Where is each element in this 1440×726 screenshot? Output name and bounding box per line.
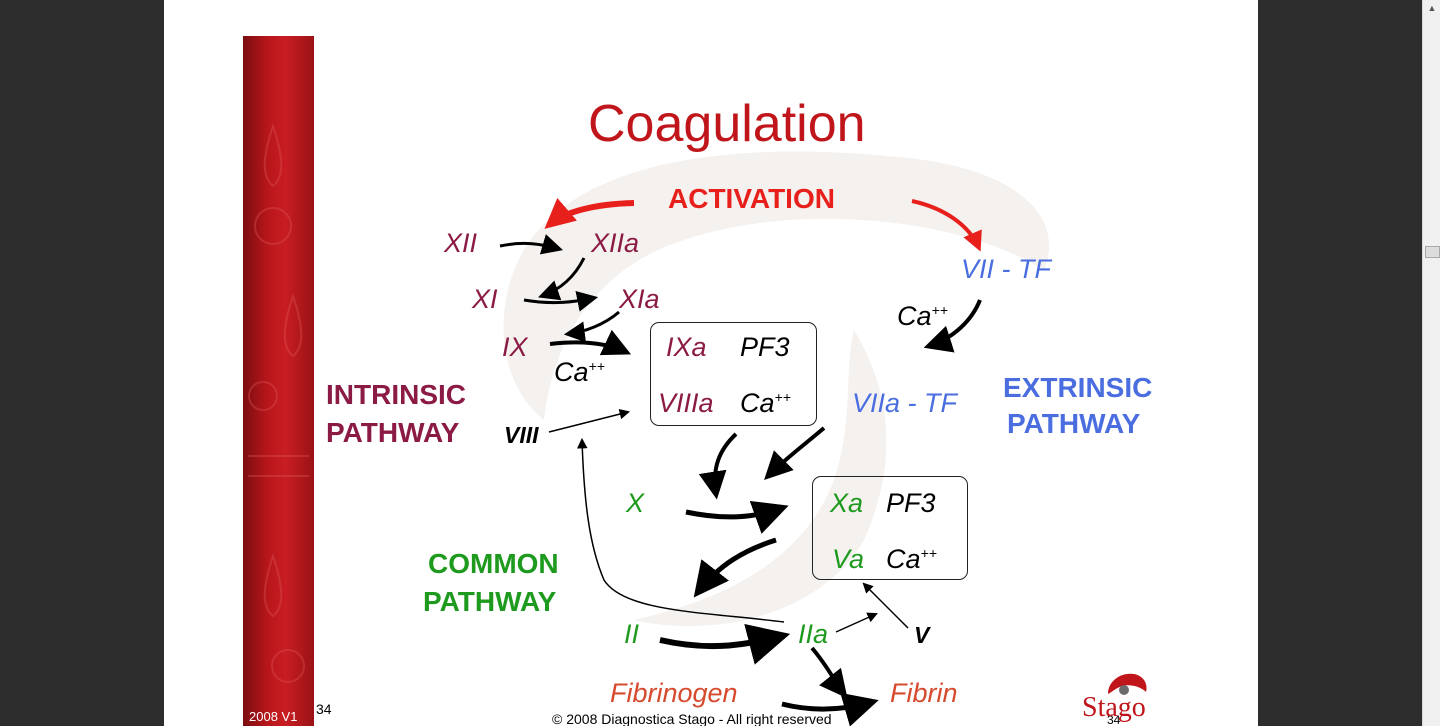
page-title: Coagulation	[588, 95, 866, 153]
arrow-viii-to-tenase	[548, 408, 631, 433]
calcium-label-intrinsic: Ca++	[554, 357, 605, 387]
scroll-up-arrow-icon[interactable]: ▲	[1427, 3, 1437, 13]
factor-viii: VIII	[504, 422, 539, 448]
copyright-notice: © 2008 Diagnostica Stago - All right res…	[552, 711, 832, 726]
arrow-vii-to-viia	[923, 299, 982, 353]
arrow-iia-feedback-viii	[577, 437, 785, 623]
activation-label: ACTIVATION	[668, 183, 835, 214]
factor-x: X	[626, 488, 645, 518]
factor-xia: XIa	[619, 284, 660, 314]
slide: 2008 V1 34 Coagulation ACTIVATION INTRIN…	[164, 0, 1258, 726]
activation-arrow-left	[544, 197, 635, 229]
factor-va: Va	[832, 544, 865, 574]
stago-logo-icon	[1108, 673, 1147, 695]
version-label: 2008 V1	[249, 709, 298, 724]
arrow-prothrombinase-to-ii	[693, 537, 777, 598]
calcium-label-extrinsic: Ca++	[897, 301, 948, 331]
arrow-xia-to-ix	[563, 310, 620, 343]
factor-viia-tf: VIIa - TF	[852, 388, 958, 418]
arrow-xi-to-xia	[523, 290, 599, 312]
fibrin-label: Fibrin	[890, 678, 958, 708]
slide-number-left: 34	[316, 701, 332, 717]
arrow-ix-to-tenase	[549, 329, 632, 356]
arrow-iia-to-fibrin	[810, 646, 848, 699]
tenase-complex-box	[650, 322, 817, 426]
pathway-arrows	[499, 197, 982, 726]
scroll-thumb[interactable]	[1425, 246, 1440, 258]
blood-drop-pattern-icon	[248, 122, 309, 683]
factor-ixa: IXa	[666, 332, 707, 362]
decorative-red-sidebar: 2008 V1	[243, 36, 314, 726]
extrinsic-pathway-label-1: EXTRINSIC	[1003, 372, 1153, 403]
factor-xii: XII	[444, 228, 478, 258]
intrinsic-pathway-label-1: INTRINSIC	[326, 379, 466, 410]
factor-viiia: VIIIa	[658, 388, 714, 418]
arrow-x-to-xa	[685, 500, 789, 534]
common-pathway-label-2: PATHWAY	[423, 586, 557, 617]
fibrinogen-label: Fibrinogen	[610, 678, 738, 708]
stago-logo: Stago	[1078, 666, 1168, 726]
factor-ii: II	[624, 619, 640, 649]
stago-logo-text: Stago	[1082, 692, 1146, 723]
factor-xi: XI	[472, 284, 498, 314]
pf3-tenase: PF3	[740, 332, 790, 362]
factor-ix: IX	[502, 332, 528, 362]
prothrombinase-complex-box	[812, 476, 968, 580]
factor-v: V	[914, 622, 930, 648]
arrow-viia-to-x	[764, 426, 826, 480]
background-swoosh	[503, 151, 1049, 627]
arrow-xiia-to-xi	[538, 257, 586, 301]
factor-iia: IIa	[798, 619, 829, 649]
factor-xa: Xa	[830, 488, 864, 518]
arrow-fibrinogen-to-fibrin	[781, 692, 879, 726]
factor-xiia: XIIa	[591, 228, 640, 258]
vertical-scrollbar[interactable]: ▲	[1422, 0, 1440, 726]
activation-arrow-right	[911, 199, 982, 252]
arrow-xii-to-xiia	[499, 234, 564, 255]
pf3-prothrombinase: PF3	[886, 488, 936, 518]
arrow-v-to-va	[862, 582, 909, 629]
intrinsic-pathway-label-2: PATHWAY	[326, 417, 460, 448]
calcium-prothrombinase: Ca++	[886, 544, 937, 574]
arrow-iia-to-v	[835, 612, 878, 633]
arrow-tenase-to-x	[698, 432, 738, 500]
calcium-tenase: Ca++	[740, 388, 791, 418]
arrow-ii-to-iia	[659, 623, 791, 665]
factor-vii-tf: VII - TF	[961, 254, 1051, 284]
common-pathway-label-1: COMMON	[428, 548, 559, 579]
extrinsic-pathway-label-2: PATHWAY	[1007, 408, 1141, 439]
page-number: 34	[1107, 713, 1121, 726]
